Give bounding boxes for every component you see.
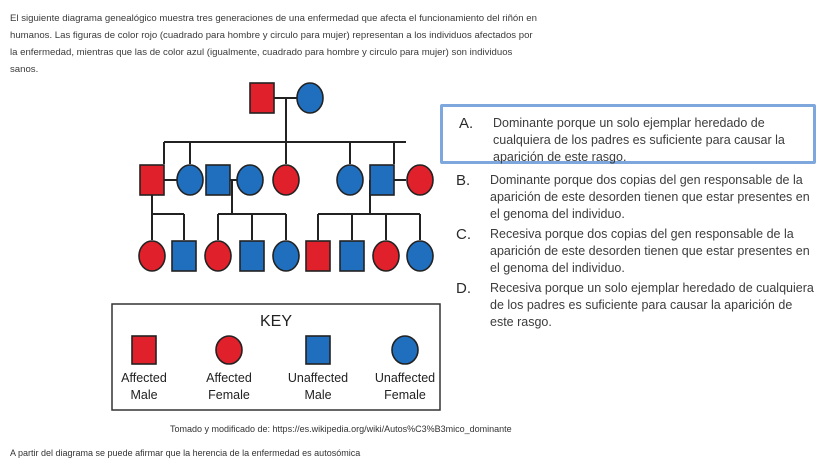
g3-individual [171, 240, 197, 272]
option-c[interactable]: C. Recesiva porque dos copias del gen re… [440, 226, 816, 278]
g3-individual [339, 240, 365, 272]
key-label-0-line2: Male [130, 388, 157, 402]
g3-individual [204, 240, 232, 272]
source-credit: Tomado y modificado de: https://es.wikip… [170, 424, 512, 434]
option-b-letter: B. [456, 172, 471, 189]
question-stem: A partir del diagrama se puede afirmar q… [10, 448, 361, 458]
key-symbol-2 [305, 335, 331, 365]
g2-individual [336, 164, 364, 196]
option-b[interactable]: B. Dominante porque dos copias del gen r… [440, 172, 816, 224]
option-a[interactable]: A. Dominante porque un solo ejemplar her… [440, 104, 816, 164]
g2-individual [406, 164, 434, 196]
key-label-0-line1: Affected [121, 371, 167, 385]
g3-individual [305, 240, 331, 272]
key-label-2-line2: Male [304, 388, 331, 402]
key-label-3-line1: Unaffected [375, 371, 435, 385]
key-label-2-line1: Unaffected [288, 371, 348, 385]
option-c-text: Recesiva porque dos copias del gen respo… [490, 227, 810, 275]
key-symbol-0 [131, 335, 157, 365]
key-label-1-line1: Affected [206, 371, 252, 385]
g2-individual [272, 164, 300, 196]
g2-individual [369, 164, 395, 196]
g2-individual [139, 164, 165, 196]
g3-individual [372, 240, 400, 272]
option-d-text: Recesiva porque un solo ejemplar heredad… [490, 281, 814, 329]
key-label-1-line2: Female [208, 388, 250, 402]
option-b-text: Dominante porque dos copias del gen resp… [490, 173, 810, 221]
g2-individual [236, 164, 264, 196]
option-c-letter: C. [456, 226, 471, 243]
g2-individual [176, 164, 204, 196]
g3-individual [406, 240, 434, 272]
key-symbol-1 [215, 335, 243, 365]
key-symbol-3 [391, 335, 419, 365]
option-d-letter: D. [456, 280, 471, 297]
g2-individual [205, 164, 231, 196]
option-a-letter: A. [459, 115, 474, 132]
g3-individual [272, 240, 300, 272]
intro-text: El siguiente diagrama genealógico muestr… [10, 13, 537, 75]
key-box [111, 303, 441, 411]
g1-individual [296, 82, 324, 114]
g3-individual [239, 240, 265, 272]
key-title: KEY [260, 313, 292, 330]
option-a-text: Dominante porque un solo ejemplar hereda… [493, 116, 785, 164]
key-label-3-line2: Female [384, 388, 426, 402]
g1-individual [249, 82, 275, 114]
option-d[interactable]: D. Recesiva porque un solo ejemplar here… [440, 280, 816, 332]
g3-individual [138, 240, 166, 272]
